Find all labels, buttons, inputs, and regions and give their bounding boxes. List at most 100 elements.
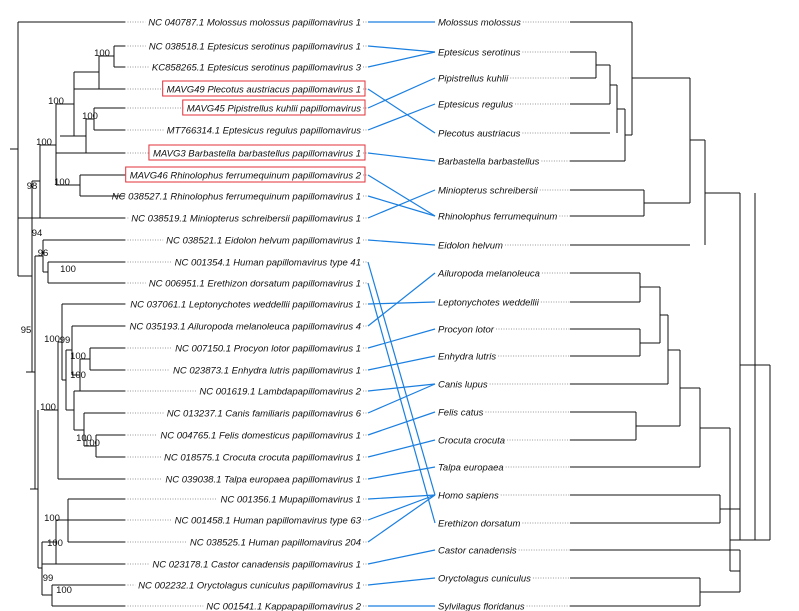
association-line [367,189,436,219]
host-label: Eptesicus serotinus [438,48,521,59]
host-label: Miniopterus schreibersii [438,186,539,197]
association-line [367,494,436,543]
virus-labels: NC 040787.1 Molossus molossus papillomav… [112,18,368,611]
association-line [367,494,436,521]
bootstrap-value: 100 [60,264,76,275]
virus-label: MT766314.1 Eptesicus regulus papillomavi… [167,126,362,137]
association-line [367,439,436,458]
virus-label: NC 013237.1 Canis familiaris papillomavi… [167,409,362,420]
association-line [367,195,436,217]
host-label: Enhydra lutris [438,352,496,363]
virus-label: NC 038518.1 Eptesicus serotinus papillom… [149,42,361,53]
host-label: Plecotus austriacus [438,129,521,140]
virus-label: NC 038527.1 Rhinolophus ferrumequinum pa… [112,192,361,203]
host-label: Barbastella barbastellus [438,157,540,168]
virus-label: NC 018575.1 Crocuta crocuta papillomavir… [164,453,361,464]
association-line [367,51,436,68]
bootstrap-value: 99 [60,335,71,346]
virus-label: NC 002232.1 Oryctolagus cuniculus papill… [138,581,361,592]
host-label: Rhinolophus ferrumequinum [438,212,557,223]
host-label: Leptonychotes weddellii [438,298,540,309]
association-lines [367,21,436,607]
host-label: Castor canadensis [438,546,517,557]
host-label: Canis lupus [438,380,488,391]
host-label: Homo sapiens [438,491,499,502]
highlight-box [148,144,366,161]
virus-label: NC 038525.1 Human papillomavirus 204 [190,538,361,549]
host-label: Talpa europaea [438,463,504,474]
virus-label: NC 004765.1 Felis domesticus papillomavi… [160,431,361,442]
host-label: Felis catus [438,408,484,419]
virus-label: NC 040787.1 Molossus molossus papillomav… [148,18,361,29]
association-line [367,301,436,305]
association-line [367,549,436,565]
virus-label: NC 023873.1 Enhydra lutris papillomaviru… [173,366,361,377]
association-line [367,272,436,327]
host-tree [570,21,771,607]
bootstrap-value: 95 [21,325,32,336]
virus-label: NC 038519.1 Miniopterus schreibersii pap… [131,214,361,225]
bootstrap-value: 98 [27,181,38,192]
virus-label: NC 001619.1 Lambdapapillomavirus 2 [199,387,361,398]
virus-label: NC 037061.1 Leptonychotes weddellii papi… [130,300,361,311]
virus-label: MAVG49 Plecotus austriacus papillomaviru… [167,85,361,96]
association-line [367,45,436,53]
association-line [367,411,436,436]
bootstrap-value: 100 [44,334,60,345]
virus-label: NC 035193.1 Ailuropoda melanoleuca papil… [130,322,361,333]
bootstrap-value: 100 [40,402,56,413]
virus-label: NC 039038.1 Talpa europaea papillomaviru… [165,475,361,486]
virus-label: NC 001541.1 Kappapapillomavirus 2 [206,602,361,611]
association-line [367,239,436,246]
association-line [367,383,436,392]
bootstrap-labels: 1001001001001001009894961009510099100100… [21,48,110,596]
highlight-box [162,80,366,97]
virus-label: MAVG3 Barbastella barbastellus papilloma… [153,149,361,160]
host-label: Erethizon dorsatum [438,519,520,530]
bootstrap-value: 100 [48,96,64,107]
virus-label: NC 001354.1 Human papillomavirus type 41 [175,258,361,269]
host-label: Pipistrellus kuhlii [438,74,509,85]
virus-label: NC 001458.1 Human papillomavirus type 63 [175,516,362,527]
virus-label: MAVG45 Pipistrellus kuhlii papillomaviru… [187,104,361,115]
host-label: Oryctolagus cuniculus [438,574,531,585]
virus-label: NC 038521.1 Eidolon helvum papillomaviru… [166,236,361,247]
host-label: Ailuropoda melanoleuca [437,269,540,280]
bootstrap-value: 100 [82,111,98,122]
bootstrap-value: 100 [44,513,60,524]
highlight-box [125,166,366,183]
association-line [367,261,436,496]
bootstrap-value: 100 [76,433,92,444]
association-line [367,152,436,162]
host-label: Sylvilagus floridanus [438,602,525,611]
association-line [367,103,436,131]
host-label: Molossus molossus [438,18,521,29]
association-line [367,174,436,217]
bootstrap-value: 100 [70,370,86,381]
virus-label: KC858265.1 Eptesicus serotinus papilloma… [152,63,362,74]
bootstrap-value: 100 [94,48,110,59]
bootstrap-value: 94 [32,228,43,239]
virus-label: NC 001356.1 Mupapillomavirus 1 [221,495,361,506]
bootstrap-value: 99 [43,573,54,584]
bootstrap-value: 100 [84,438,100,449]
virus-label: NC 007150.1 Procyon lotor papillomavirus… [175,344,361,355]
association-line [367,577,436,586]
association-line [367,383,436,414]
virus-tree [10,21,125,607]
association-line [367,355,436,371]
association-line [367,77,436,109]
association-line [367,282,436,524]
host-label: Eptesicus regulus [438,100,513,111]
host-label: Eidolon helvum [438,241,503,252]
association-line [367,466,436,480]
association-line [367,88,436,134]
virus-label: MAVG46 Rhinolophus ferrumequinum papillo… [130,171,362,182]
highlight-box [182,99,366,116]
bootstrap-value: 96 [38,248,49,259]
bootstrap-value: 100 [56,585,72,596]
bootstrap-value: 100 [54,177,70,188]
bootstrap-value: 100 [47,538,63,549]
host-label: Crocuta crocuta [438,436,505,447]
